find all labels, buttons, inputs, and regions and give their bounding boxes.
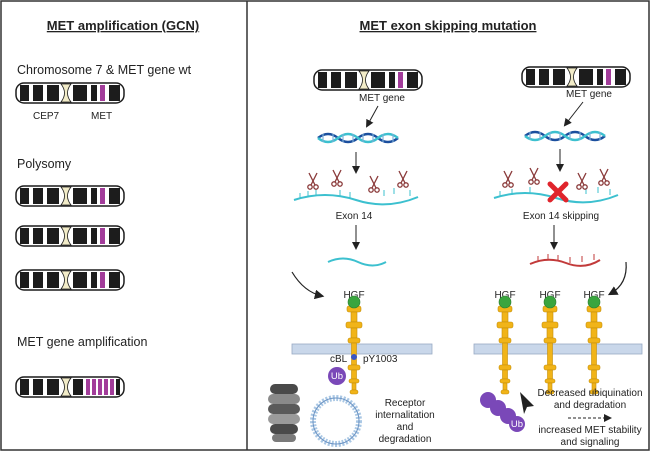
- wt-membrane: [291, 343, 433, 355]
- mut-exon-label: Exon 14 skipping: [523, 211, 599, 222]
- scissors-icon: [528, 167, 540, 185]
- cross-icon: [547, 181, 569, 203]
- cep7-label: CEP7: [33, 111, 60, 122]
- chromosome-wt: [15, 82, 125, 104]
- mut-gene-label: MET gene: [566, 89, 612, 100]
- wt-arrow-gene: [366, 105, 379, 128]
- mut-hgf-label-1: HGF: [494, 290, 515, 301]
- chromosome-amplified: [15, 376, 125, 398]
- amplification-label: MET gene amplification: [17, 335, 147, 349]
- wt-dna-helix: [316, 132, 400, 144]
- mut-membrane: [473, 343, 643, 355]
- met-label: MET: [91, 111, 112, 122]
- proteasome-icon: [268, 384, 300, 442]
- mut-outcome1-line2: and degradation: [554, 400, 626, 411]
- mut-hgf-label-3: HGF: [583, 290, 604, 301]
- wt-outcome-line1: Receptor: [385, 398, 426, 409]
- chromosome-polysomy-2: [15, 225, 125, 247]
- wt-outcome-line2: internalitation: [375, 410, 434, 421]
- mut-chromosome: [521, 66, 631, 88]
- wt-gene-label: MET gene: [359, 93, 405, 104]
- mut-arrow-decrease: [520, 392, 534, 414]
- wt-phospho-site: [351, 354, 357, 360]
- mut-outcome2-line2: and signaling: [561, 437, 620, 448]
- wt-exon-label: Exon 14: [336, 211, 373, 222]
- wt-py-label: pY1003: [363, 354, 398, 365]
- ub-cluster: [480, 392, 525, 432]
- wt-chromosome: [313, 69, 423, 91]
- mut-arrow-curve: [607, 261, 627, 296]
- mut-hgf-label-2: HGF: [539, 290, 560, 301]
- mut-outcome1-line1: Decreased ubiquination: [537, 388, 642, 399]
- wt-ub-badge: [328, 367, 346, 385]
- mut-mature-mrna: [529, 258, 601, 267]
- scissors-icon: [598, 168, 610, 186]
- chromosome-polysomy-1: [15, 185, 125, 207]
- wt-outcome-line4: degradation: [379, 434, 432, 445]
- wt-pre-mrna: [293, 194, 419, 206]
- chromosome-polysomy-3: [15, 269, 125, 291]
- mut-ub-label: Ub: [511, 419, 523, 430]
- scissors-icon: [331, 169, 343, 187]
- wt-outcome-line3: and: [397, 422, 414, 433]
- wt-label: Chromosome 7 & MET gene wt: [17, 63, 192, 77]
- mut-dna-helix: [523, 130, 607, 142]
- wt-hgf-label: HGF: [343, 290, 364, 301]
- wt-ub-label: Ub: [331, 371, 343, 382]
- wt-cbl-label: cBL: [330, 354, 348, 365]
- wt-mature-mrna: [327, 257, 387, 267]
- wt-arrow-curve: [291, 271, 325, 300]
- left-panel-title: MET amplification (GCN): [47, 18, 199, 33]
- scissors-icon: [576, 172, 588, 190]
- scissors-icon: [368, 175, 380, 193]
- scissors-icon: [307, 172, 319, 190]
- mut-arrow-gene: [563, 101, 584, 127]
- mut-mrna-ticks: [537, 254, 595, 263]
- endosome-outline: [312, 397, 360, 445]
- right-panel-title: MET exon skipping mutation: [360, 18, 537, 33]
- scissors-icon: [502, 170, 514, 188]
- polysomy-label: Polysomy: [17, 157, 72, 171]
- scissors-icon: [397, 170, 409, 188]
- mut-outcome2-line1: increased MET stability: [538, 425, 641, 436]
- wt-pre-mrna-ticks: [299, 188, 411, 199]
